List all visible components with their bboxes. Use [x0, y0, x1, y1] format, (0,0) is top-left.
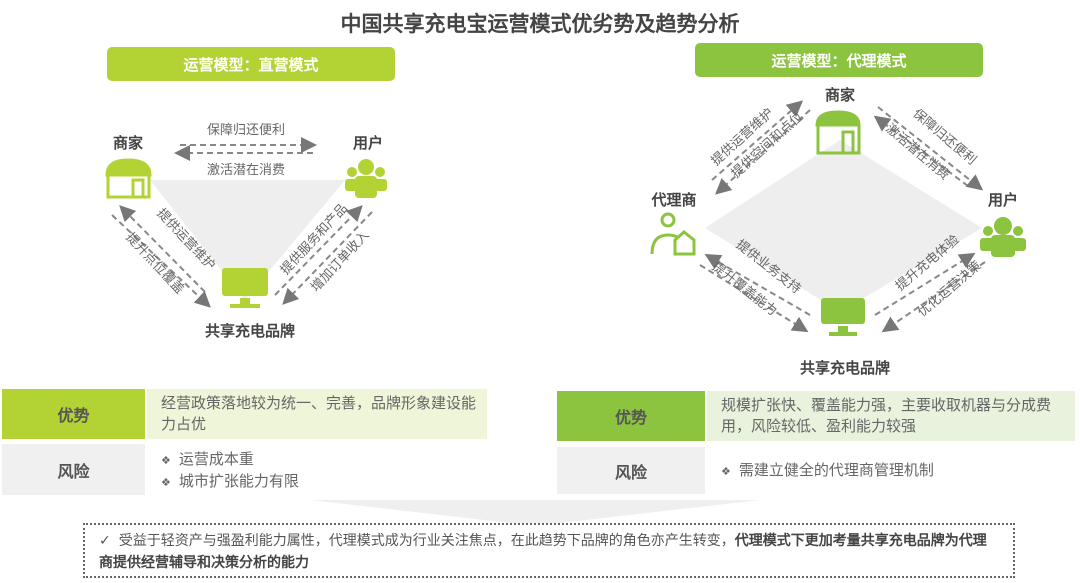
conclusion-box: ✓ 受益于轻资产与强盈利能力属性，代理模式成为行业关注焦点，在此趋势下品牌的角色亦…: [83, 523, 1015, 578]
store-icon: [815, 110, 861, 155]
agency-diamond-bg: [705, 140, 982, 312]
store-icon: [105, 158, 152, 199]
risk-text: 城市扩张能力有限: [178, 472, 299, 490]
direct-risk-list: ❖ 运营成本重 ❖ 城市扩张能力有限: [147, 449, 487, 493]
direct-triangle-bg: [150, 180, 345, 300]
users-icon: [980, 217, 1026, 257]
node-merchant: 商家: [113, 134, 143, 152]
node-merchant: 商家: [825, 86, 855, 104]
arrow-merchant-to-agent: [715, 109, 811, 195]
node-user: 用户: [353, 134, 383, 152]
arrow-merchant-to-user: [877, 106, 984, 191]
node-brand: 共享充电品牌: [205, 322, 295, 340]
risk-text: 需建立健全的代理商管理机制: [738, 461, 934, 479]
direct-advantage-label: 优势: [2, 389, 145, 439]
flow-label: 保障归还便利: [207, 123, 285, 138]
direct-risk-label: 风险: [2, 444, 145, 495]
direct-model-header: 运营模型：直营模式: [107, 47, 395, 81]
agent-icon: [650, 212, 696, 256]
arrow-brand-to-user: [874, 252, 976, 316]
conclusion-text: 受益于轻资产与强盈利能力属性，代理模式成为行业关注焦点，在此趋势下品牌的角色亦产…: [118, 533, 735, 549]
bullet-icon: ❖: [721, 465, 731, 478]
check-icon: ✓: [99, 533, 111, 549]
conclusion-emphasis: 代理模式下更加考量共享充电品牌为代理商提供经营辅导和决策分析的能力: [99, 533, 987, 571]
risk-item: ❖ 城市扩张能力有限: [161, 471, 487, 493]
arrow-brand-to-user: [274, 205, 363, 296]
arrow-agent-to-brand: [699, 264, 809, 333]
monitor-icon: [821, 298, 865, 336]
flow-label: 激活潜在消费: [207, 163, 285, 178]
risk-text: 运营成本重: [178, 450, 254, 468]
users-icon: [345, 159, 387, 198]
agency-advantage-label: 优势: [557, 391, 705, 441]
agency-risk-label: 风险: [557, 447, 705, 494]
agency-advantage-text: 规模扩张快、覆盖能力强，主要收取机器与分成费用，风险较低、盈利能力较强: [707, 391, 1075, 441]
bullet-icon: ❖: [161, 476, 171, 489]
node-agent: 代理商: [650, 191, 696, 209]
page-title: 中国共享充电宝运营模式优劣势及趋势分析: [340, 12, 740, 36]
direct-advantage-text: 经营政策落地较为统一、完善，品牌形象建设能力占优: [147, 389, 487, 439]
node-brand: 共享充电品牌: [800, 359, 890, 377]
agency-risk-list: ❖ 需建立健全的代理商管理机制: [707, 460, 1075, 482]
arrow-user-to-merchant: [873, 115, 969, 187]
monitor-icon: [222, 268, 268, 308]
model-diagrams: 保障归还便利 激活潜在消费 提供运营维护 提升点位覆盖 提供服务和产品 增加订单…: [105, 86, 1026, 377]
risk-item: ❖ 运营成本重: [161, 449, 487, 471]
risk-item: ❖ 需建立健全的代理商管理机制: [721, 460, 1075, 482]
arrow-user-to-brand: [881, 261, 986, 333]
arrow-user-to-brand: [282, 211, 373, 305]
bullet-icon: ❖: [161, 454, 171, 467]
arrow-merchant-to-brand: [111, 214, 211, 308]
agency-model-header: 运营模型：代理模式: [695, 43, 983, 77]
funnel-shape: [310, 500, 760, 523]
node-user: 用户: [988, 191, 1018, 209]
